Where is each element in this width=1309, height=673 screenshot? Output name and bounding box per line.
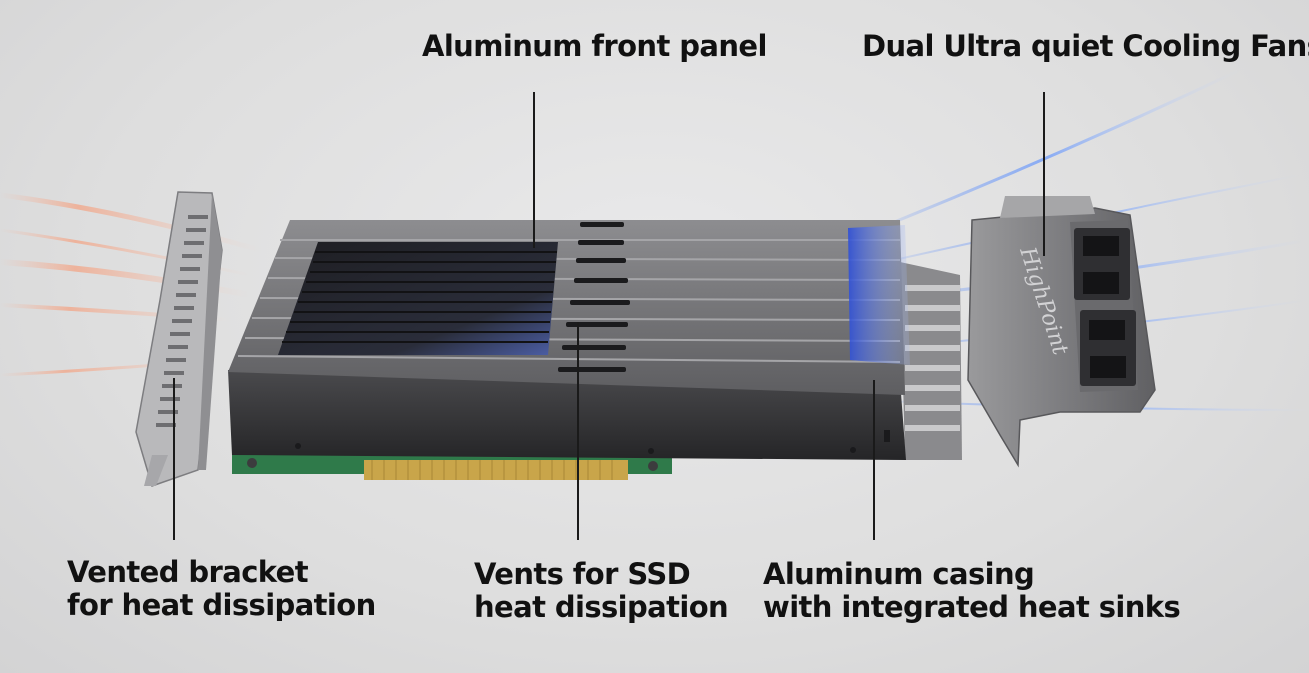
adapter-card [228, 220, 962, 480]
callout-aluminum-casing: Aluminum casing with integrated heat sin… [763, 557, 1181, 624]
aluminum-front-panel [278, 242, 558, 355]
gold-edge-connector [364, 460, 628, 480]
rear-airflow-glow [848, 225, 910, 365]
callout-aluminum-casing-line-1: Aluminum casing [763, 557, 1035, 591]
rear-heat-sink-fins [900, 262, 962, 460]
cooling-fan-module: HighPoint [967, 196, 1156, 468]
fan-vent-lower [1080, 310, 1136, 386]
fan-vent-upper [1074, 228, 1130, 300]
callout-cooling-fans-line-1: Dual Ultra quiet Cooling Fans [862, 29, 1309, 63]
leader-lines [173, 92, 1045, 540]
callout-cooling-fans: Dual Ultra quiet Cooling Fans [862, 30, 1309, 63]
callout-front-panel-line-1: Aluminum front panel [422, 29, 767, 63]
warm-airflow-streaks [0, 192, 261, 377]
vented-bracket [135, 191, 223, 487]
callout-front-panel: Aluminum front panel [422, 30, 767, 63]
callout-aluminum-casing-line-2: with integrated heat sinks [763, 590, 1181, 624]
callout-vented-bracket: Vented bracket for heat dissipation [67, 556, 376, 622]
bracket-vent-holes [156, 215, 208, 427]
callout-vented-bracket-line-2: for heat dissipation [67, 588, 376, 622]
callout-ssd-vents-line-2: heat dissipation [474, 590, 729, 624]
callout-ssd-vents-line-1: Vents for SSD [474, 557, 691, 591]
callout-vented-bracket-line-1: Vented bracket [67, 555, 309, 589]
callout-ssd-vents: Vents for SSD heat dissipation [474, 557, 729, 624]
